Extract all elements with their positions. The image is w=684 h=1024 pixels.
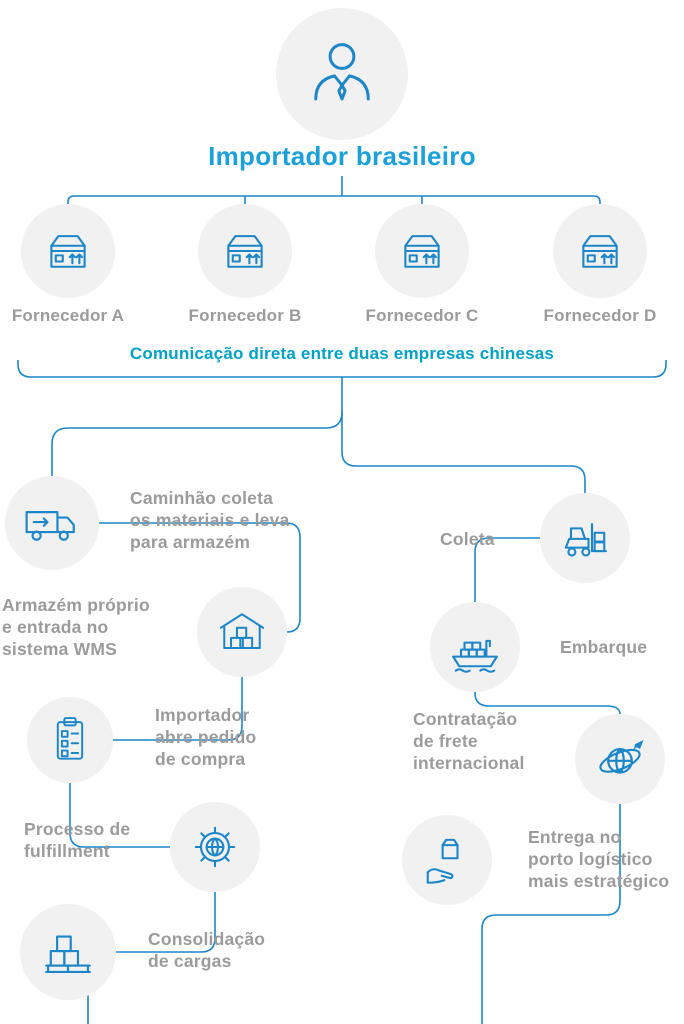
package-box-icon [394,223,450,279]
purchase-order-step-circle [27,697,113,783]
package-box-icon [217,223,273,279]
pickup-step-label: Coleta [440,529,495,549]
shipment-step-circle [430,602,520,692]
shipment-step-label: Embarque [560,637,648,657]
delivery-step-label: Entrega no porto logístico mais estratég… [528,827,670,891]
communication-note: Comunicação direta entre duas empresas c… [129,344,555,363]
supplier-b-label: Fornecedor B [188,306,302,325]
supplier-d-circle [553,204,647,298]
globe-plane-icon [591,730,649,788]
clipboard-checklist-icon [44,714,96,766]
gear-globe-icon [187,819,243,875]
supplier-a-circle [21,204,115,298]
businessman-icon [302,34,382,114]
supplier-c-circle [375,204,469,298]
package-box-icon [40,223,96,279]
truck-step-circle [5,476,99,570]
freight-step-label: Contratação de frete internacional [413,709,525,773]
freight-step-circle [575,714,665,804]
consolidation-step-label: Consolidação de cargas [148,929,266,971]
supplier-c-label: Fornecedor C [365,306,479,325]
truck-icon [23,494,81,552]
supplier-d-label: Fornecedor D [543,306,657,325]
supplier-a-label: Fornecedor A [11,306,125,325]
forklift-icon [557,510,613,566]
warehouse-icon [215,605,269,659]
package-box-icon [572,223,628,279]
pickup-step-circle [540,493,630,583]
truck-step-label: Caminhão coleta os materiais e leva para… [130,488,290,552]
delivery-step-circle [402,815,492,905]
hand-box-icon [419,832,475,888]
supplier-b-circle [198,204,292,298]
fulfillment-step-label: Processo de fulfillment [24,819,131,861]
purchase-order-step-label: Importador abre pedido de compra [155,705,257,769]
importer-avatar-circle [276,8,408,140]
warehouse-step-label: Armazém próprio e entrada no sistema WMS [2,595,150,659]
fulfillment-step-circle [170,802,260,892]
page-title: Importador brasileiro [208,141,476,171]
warehouse-step-circle [197,587,287,677]
consolidation-step-circle [20,904,116,1000]
pallet-boxes-icon [39,923,97,981]
cargo-ship-icon [447,619,503,675]
